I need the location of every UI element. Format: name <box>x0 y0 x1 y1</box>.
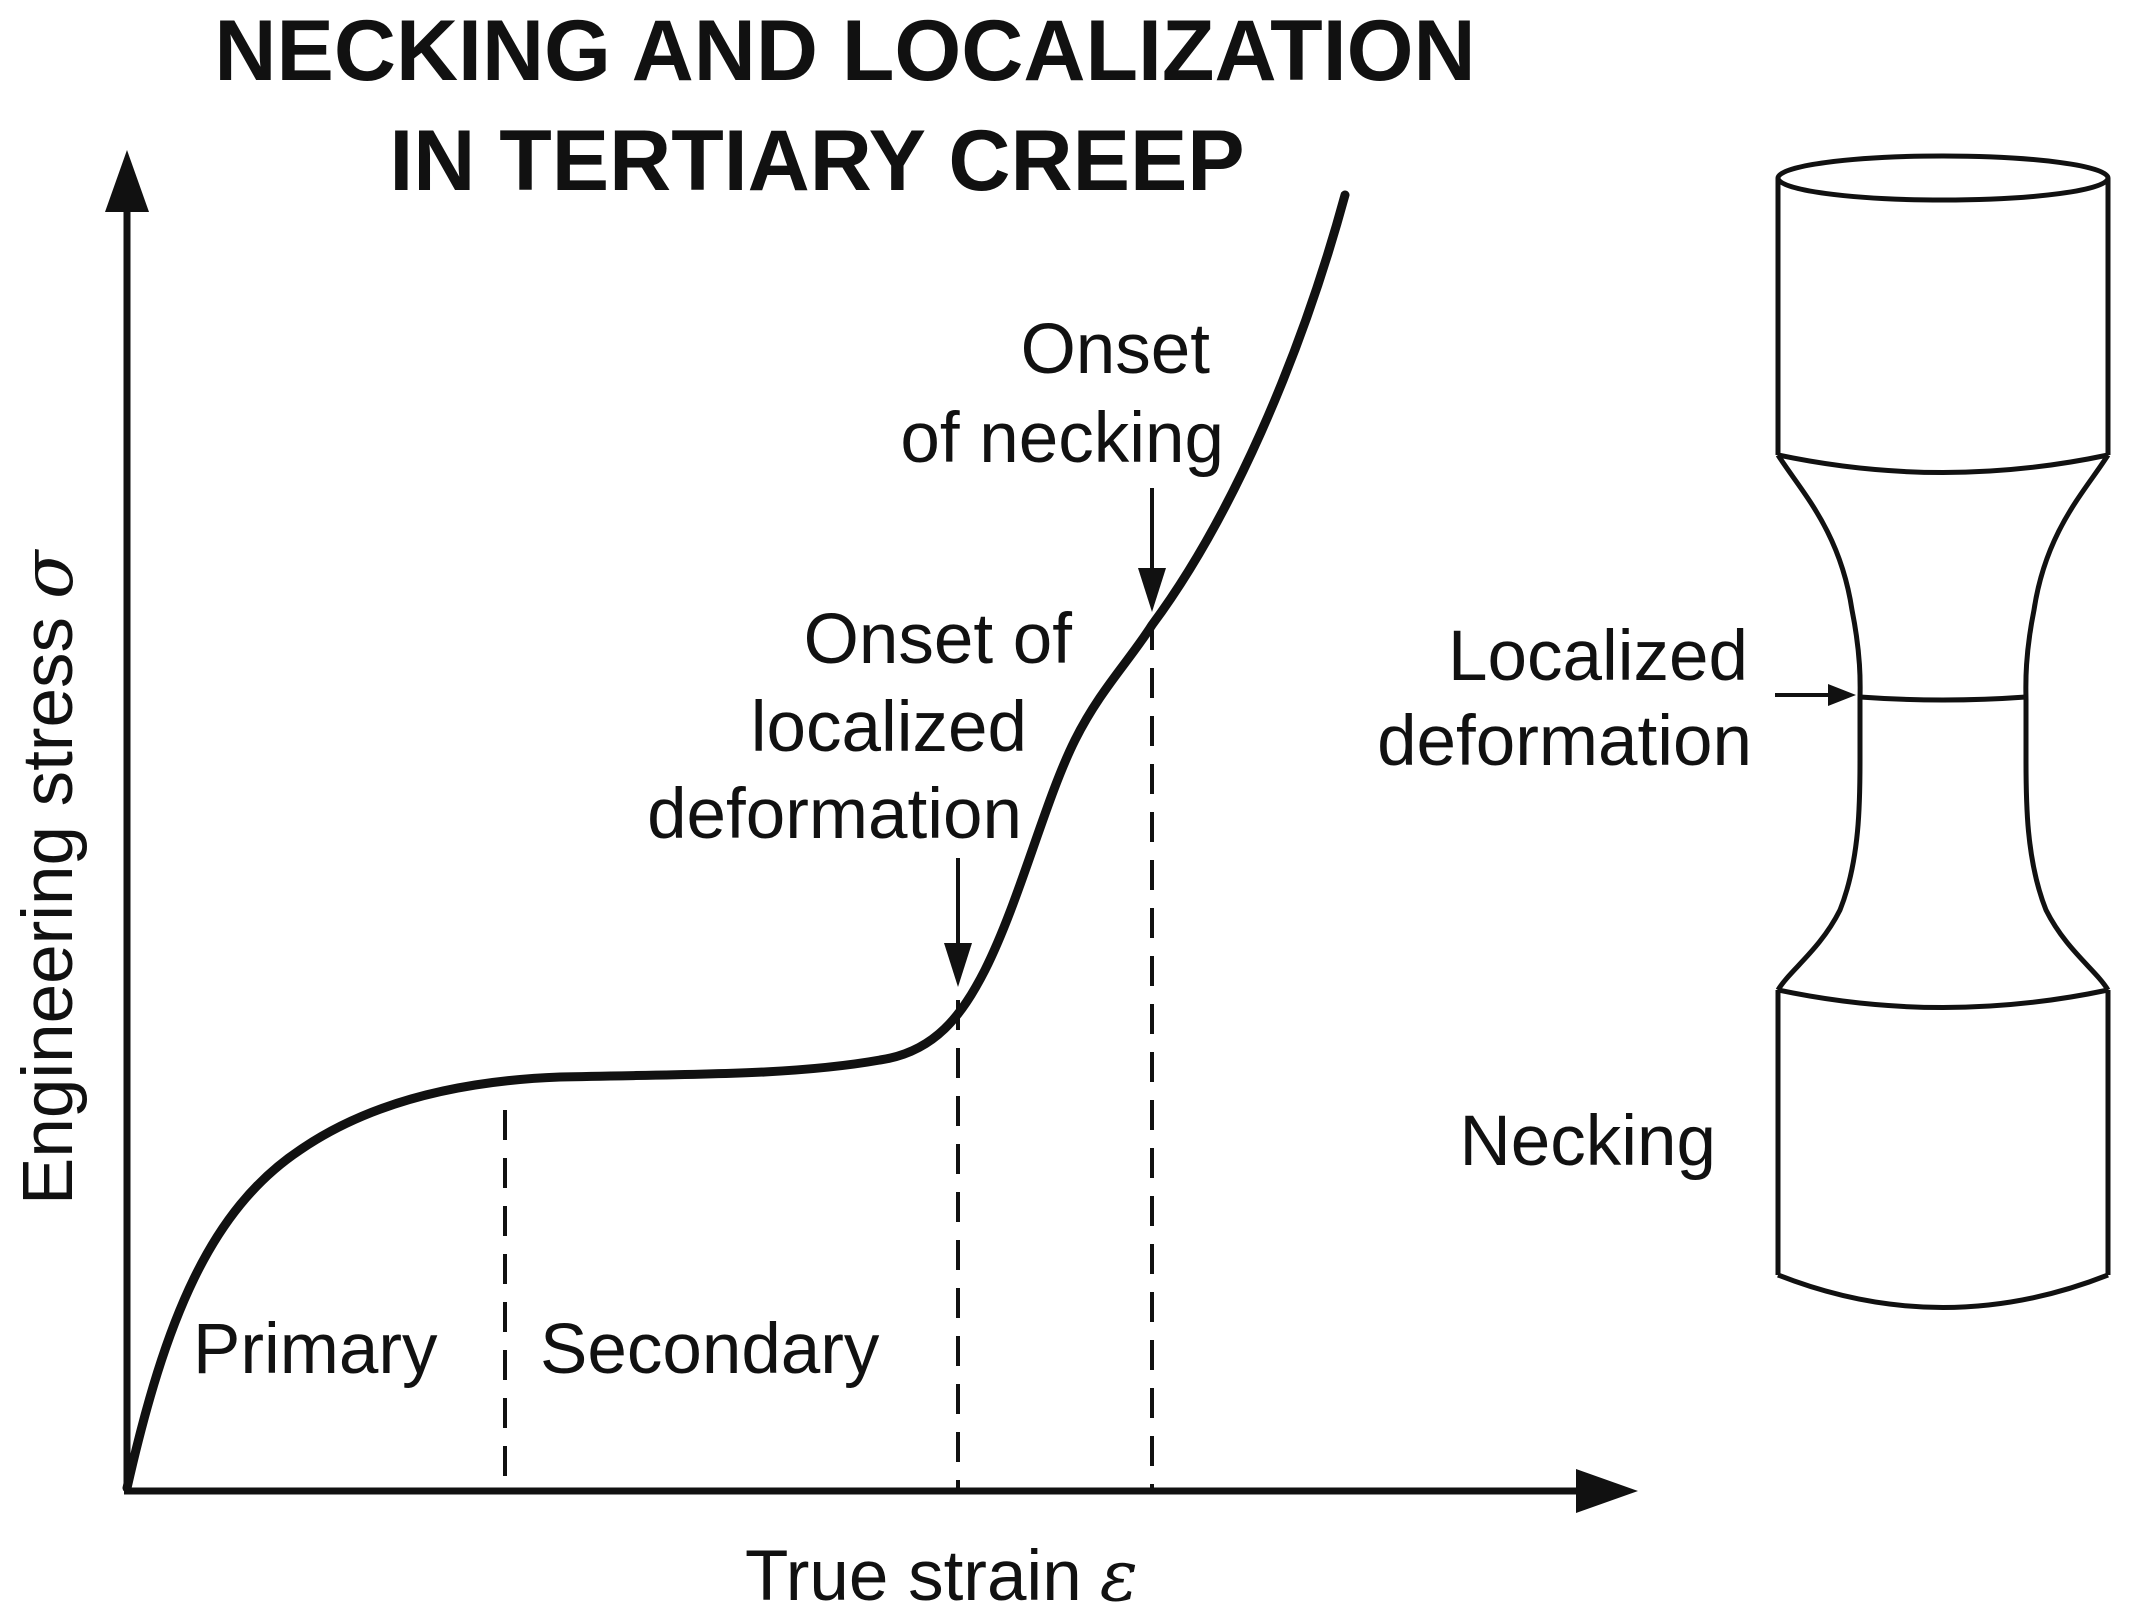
necking-onset-label-line-2: of necking <box>900 399 1224 478</box>
creep-curve <box>122 190 1350 1493</box>
diagram-title-line-1: NECKING AND LOCALIZATION <box>214 3 1475 99</box>
y-axis-arrowhead-icon <box>105 150 149 212</box>
secondary-region-label: Secondary <box>540 1310 880 1389</box>
necking-onset-label-line-1: Onset <box>1021 310 1211 389</box>
localized-deformation-label-line-1: Localized <box>1448 617 1748 696</box>
localization-onset-label-line-2: localized <box>751 688 1027 767</box>
axes <box>105 150 1638 1513</box>
specimen-upper-shoulder <box>1777 452 2109 475</box>
specimen-lower-shoulder <box>1777 987 2109 1010</box>
region-boundaries <box>503 620 1154 1491</box>
specimen-localized-band <box>1859 694 2027 703</box>
specimen-top-face <box>1775 153 2111 203</box>
localization-onset-arrow-icon <box>944 943 972 987</box>
localization-onset-label-line-1: Onset of <box>804 600 1073 679</box>
specimen-neck-right-profile <box>2023 453 2111 992</box>
primary-region-label: Primary <box>193 1310 438 1389</box>
x-axis-arrowhead-icon <box>1576 1469 1638 1513</box>
specimen-bottom-face <box>1777 1272 2109 1310</box>
curve-annotation-arrows <box>944 488 1166 987</box>
localized-deformation-pointer-icon <box>1828 684 1856 706</box>
diagram-title-line-2: IN TERTIARY CREEP <box>389 113 1244 209</box>
necking-label: Necking <box>1459 1102 1716 1181</box>
specimen-illustration <box>1775 153 2111 1310</box>
localized-deformation-label-line-2: deformation <box>1377 702 1752 781</box>
y-axis-label: Engineering stressσ <box>6 548 89 1205</box>
localization-onset-label-line-3: deformation <box>647 775 1022 854</box>
specimen-neck-left-profile <box>1775 453 1863 992</box>
necking-onset-arrow-icon <box>1138 568 1166 612</box>
